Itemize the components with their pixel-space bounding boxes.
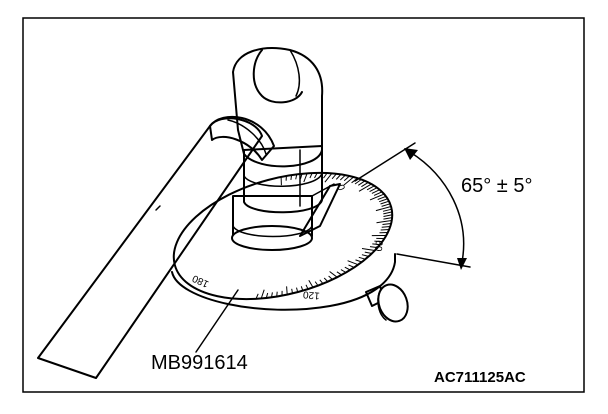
dial-tick — [343, 175, 350, 182]
dial-tick — [309, 172, 313, 179]
dial-tick — [331, 173, 337, 180]
dial-tick — [369, 187, 378, 193]
dial-tick — [379, 198, 388, 203]
dial-tick — [265, 292, 269, 299]
dial-tick — [323, 172, 328, 179]
dial-ticks — [255, 172, 393, 300]
dial-tick — [371, 189, 380, 194]
dial-tick — [382, 223, 392, 225]
dial-tick — [255, 293, 259, 300]
dial-tick — [383, 214, 393, 217]
dial-tick — [381, 203, 391, 207]
dial-tick — [369, 246, 378, 249]
dial-tick — [355, 259, 363, 263]
dial-tick — [305, 284, 309, 290]
dial-tick — [286, 286, 288, 295]
dial-tick — [308, 279, 314, 288]
dial-tick — [276, 291, 278, 297]
dial-tick — [260, 289, 265, 299]
dial-tick — [340, 269, 347, 273]
wrench-handle — [37, 115, 275, 379]
dial-tick — [380, 200, 390, 205]
dial-tick — [291, 288, 293, 294]
socket — [231, 145, 323, 251]
dial-tick — [290, 175, 293, 180]
dial-tick — [383, 211, 393, 215]
dial-number-0: 0 — [334, 183, 346, 192]
dial-tick — [380, 229, 390, 231]
angle-spec-label: 65° ± 5° — [461, 175, 532, 197]
wrench-head — [232, 47, 324, 168]
dial-tick — [358, 256, 366, 260]
figure-code: AC711125AC — [434, 369, 526, 386]
dial-tick — [328, 275, 333, 280]
dial-tick — [324, 173, 333, 183]
dial-tick — [382, 208, 392, 212]
dial-tick — [383, 217, 393, 220]
dial-tick — [348, 264, 355, 268]
dial-tick — [344, 266, 351, 271]
dial-tick — [271, 292, 273, 298]
dial-tick — [343, 176, 354, 186]
dial-tick — [377, 195, 387, 200]
adjust-knob — [365, 283, 409, 323]
dial-tick — [335, 174, 342, 180]
dial-tick — [361, 254, 369, 257]
dial-tick — [300, 286, 304, 291]
dial-tick — [319, 279, 324, 285]
dial-tick — [358, 183, 372, 192]
dial-number-120: 120 — [302, 288, 320, 300]
dial-tick — [361, 181, 369, 188]
tool-number-label: MB991614 — [151, 352, 248, 374]
dial-tick — [354, 179, 362, 185]
dial-tick — [381, 226, 391, 228]
dial-tick — [373, 191, 383, 196]
dial-tick — [361, 248, 375, 251]
dial-tick — [339, 174, 346, 181]
dial-tick — [372, 243, 381, 246]
dial-pointer — [299, 183, 341, 237]
dial-tick — [295, 174, 298, 180]
dial-tick — [303, 173, 308, 183]
dial-tick — [323, 277, 329, 282]
dial-tick — [347, 260, 359, 266]
dial-tick — [314, 172, 318, 179]
dial-tick — [358, 180, 366, 186]
dial-tick — [329, 271, 338, 278]
dial-tick — [296, 287, 299, 293]
angle-annotation — [354, 142, 471, 270]
dial-number-60: 60 — [372, 240, 384, 252]
dial-tick — [376, 220, 392, 224]
angle-arrow-bottom — [457, 258, 467, 270]
angle-arrow-top — [404, 148, 418, 160]
tool-leader-line — [195, 289, 239, 353]
dial-tick — [314, 281, 319, 286]
dial-tick — [369, 193, 385, 201]
dial-tick — [366, 185, 375, 191]
dial-tick — [336, 271, 342, 276]
dial-tick — [375, 206, 392, 212]
dial-tick — [374, 240, 383, 243]
dial-tick — [364, 251, 372, 254]
